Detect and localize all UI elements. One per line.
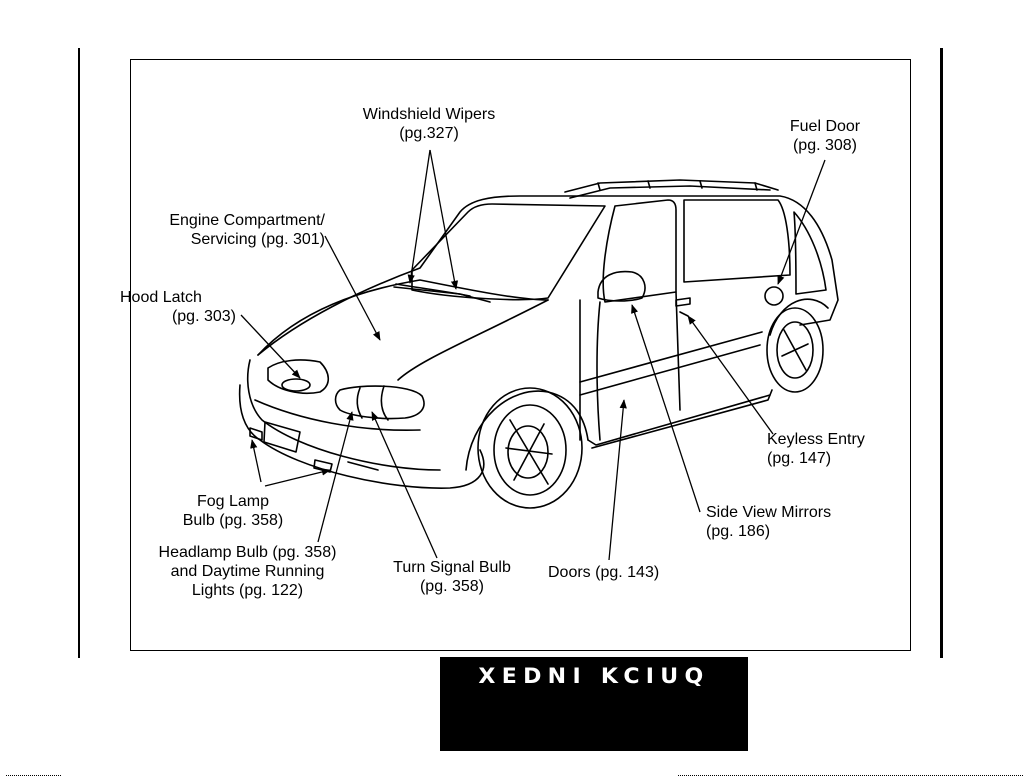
bottom-dotted-rule-right — [678, 775, 1023, 776]
label-side-view-mirrors: Side View Mirrors (pg. 186) — [706, 503, 866, 541]
label-engine-compartment: Engine Compartment/ Servicing (pg. 301) — [120, 211, 325, 249]
label-fog-lamp: Fog Lamp Bulb (pg. 358) — [168, 492, 298, 530]
quick-index-tab-text: XEDNI KCIUQ — [432, 664, 755, 688]
label-fuel-door: Fuel Door (pg. 308) — [770, 117, 880, 155]
quick-index-tab: XEDNI KCIUQ — [440, 657, 748, 751]
bottom-dotted-rule-left — [6, 775, 61, 776]
label-doors: Doors (pg. 143) — [548, 563, 688, 582]
label-windshield-wipers: Windshield Wipers (pg.327) — [340, 105, 518, 143]
label-turn-signal: Turn Signal Bulb (pg. 358) — [378, 558, 526, 596]
label-hood-latch: Hood Latch (pg. 303) — [120, 288, 236, 326]
label-keyless-entry: Keyless Entry (pg. 147) — [767, 430, 907, 468]
label-headlamp: Headlamp Bulb (pg. 358) and Daytime Runn… — [140, 543, 355, 600]
